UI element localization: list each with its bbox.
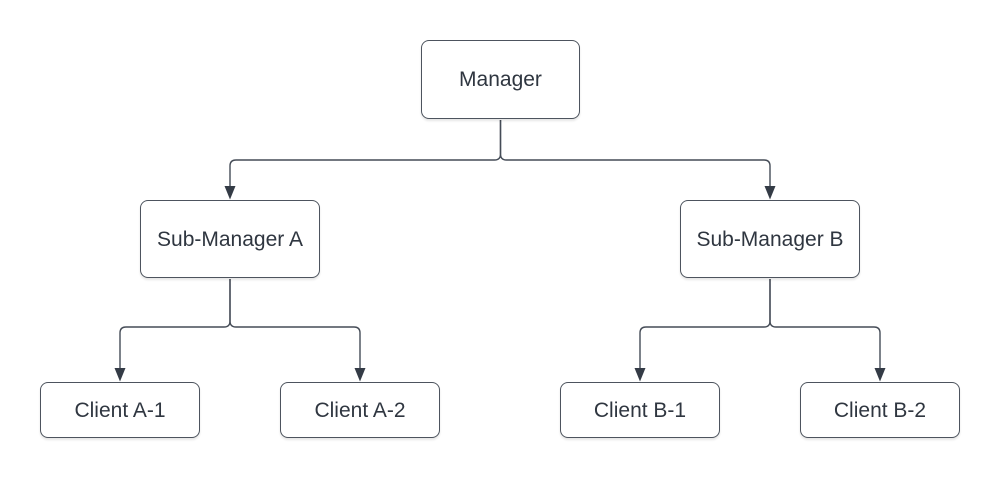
- edge-manager-to-sub-manager-b: [499, 120, 771, 187]
- node-sub-manager-a: Sub-Manager A: [140, 200, 320, 278]
- arrowhead-icon: [874, 368, 886, 382]
- node-client-b2-label: Client B-2: [833, 398, 927, 422]
- edge-sub-manager-a-to-client-a1: [119, 279, 231, 369]
- edge-sub-manager-b-to-client-b2: [769, 279, 881, 369]
- edge-manager-to-sub-manager-a: [229, 120, 502, 187]
- arrowhead-icon: [354, 368, 366, 382]
- node-client-a1: Client A-1: [40, 382, 200, 438]
- node-client-a2: Client A-2: [280, 382, 440, 438]
- edge-sub-manager-b-to-client-b1: [639, 279, 771, 369]
- node-client-a2-label: Client A-2: [314, 398, 406, 422]
- arrowhead-icon: [764, 186, 776, 200]
- node-manager: Manager: [421, 40, 580, 119]
- node-manager-label: Manager: [459, 68, 542, 91]
- arrowhead-icon: [634, 368, 646, 382]
- arrowhead-icon: [114, 368, 126, 382]
- node-sub-manager-a-label: Sub-Manager A: [157, 227, 303, 251]
- node-sub-manager-b: Sub-Manager B: [680, 200, 860, 278]
- node-client-a1-label: Client A-1: [74, 398, 166, 422]
- node-client-b2: Client B-2: [800, 382, 960, 438]
- arrowhead-icon: [224, 186, 236, 200]
- node-sub-manager-b-label: Sub-Manager B: [696, 227, 844, 251]
- edge-sub-manager-a-to-client-a2: [229, 279, 361, 369]
- node-client-b1-label: Client B-1: [593, 398, 687, 422]
- node-client-b1: Client B-1: [560, 382, 720, 438]
